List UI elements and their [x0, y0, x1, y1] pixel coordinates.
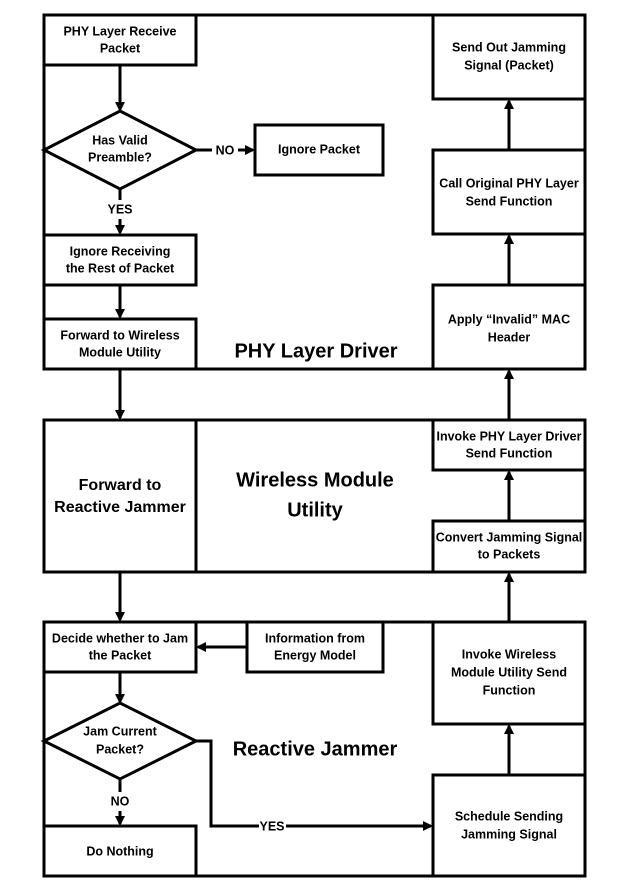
node-valid-preamble-line2: Preamble? — [88, 150, 152, 164]
node-valid-preamble: Has Valid Preamble? — [40, 109, 200, 191]
node-send-jamming-line2: Signal (Packet) — [464, 58, 554, 72]
node-valid-preamble-line1: Has Valid — [92, 133, 148, 147]
node-convert-jam-line2: to Packets — [478, 547, 541, 561]
edge-label-no-2: NO — [111, 794, 130, 808]
node-invoke-wmu-line2: Module Utility Send — [451, 665, 567, 679]
node-send-jamming: Send Out Jamming Signal (Packet) — [431, 13, 587, 101]
node-invoke-phy: Invoke PHY Layer Driver Send Function — [431, 418, 587, 472]
node-forward-wmu-line2: Module Utility — [79, 345, 161, 359]
edge-label-no-1: NO — [216, 143, 235, 157]
node-jam-current-line1: Jam Current — [83, 724, 157, 738]
node-decide-jam-line1: Decide whether to Jam — [52, 631, 188, 645]
edge-jam-yes-a — [196, 739, 259, 828]
wmu-title-line1: Wireless Module — [236, 469, 394, 491]
node-invoke-wmu-line1: Invoke Wireless — [462, 647, 556, 661]
node-ignore-rest: Ignore Receiving the Rest of Packet — [42, 233, 198, 287]
node-schedule-line1: Schedule Sending — [455, 809, 563, 823]
node-call-phy-send-line2: Send Function — [466, 194, 553, 208]
phy-layer-driver-title: PHY Layer Driver — [234, 340, 397, 362]
node-forward-jammer: Forward to Reactive Jammer — [42, 418, 198, 574]
node-forward-wmu-line1: Forward to Wireless — [60, 328, 179, 342]
reactive-jammer-title: Reactive Jammer — [233, 738, 398, 760]
node-invoke-wmu: Invoke Wireless Module Utility Send Func… — [431, 620, 587, 726]
node-apply-mac-line2: Header — [488, 330, 531, 344]
node-decide-jam-line2: the Packet — [89, 648, 152, 662]
node-energy-info: Information from Energy Model — [245, 620, 385, 674]
node-ignore-packet-text: Ignore Packet — [278, 142, 361, 156]
node-convert-jam-line1: Convert Jamming Signal — [436, 530, 583, 544]
node-energy-info-line1: Information from — [265, 631, 365, 645]
edge-label-yes-2: YES — [259, 819, 284, 833]
node-schedule: Schedule Sending Jamming Signal — [431, 773, 587, 878]
node-phy-receive: PHY Layer Receive Packet — [42, 13, 198, 67]
node-do-nothing-text: Do Nothing — [86, 844, 153, 858]
node-phy-receive-line2: Packet — [100, 41, 141, 55]
node-invoke-phy-line1: Invoke PHY Layer Driver — [437, 429, 582, 443]
node-forward-wmu: Forward to Wireless Module Utility — [42, 317, 198, 371]
node-jam-current: Jam Current Packet? — [40, 701, 200, 781]
node-send-jamming-line1: Send Out Jamming — [452, 40, 566, 54]
node-ignore-rest-line1: Ignore Receiving — [70, 244, 171, 258]
node-schedule-line2: Jamming Signal — [461, 827, 557, 841]
edge-label-yes-1: YES — [107, 202, 132, 216]
node-invoke-wmu-line3: Function — [483, 683, 536, 697]
node-call-phy-send: Call Original PHY Layer Send Function — [431, 148, 587, 236]
node-decide-jam: Decide whether to Jam the Packet — [42, 620, 198, 674]
node-apply-mac: Apply “Invalid” MAC Header — [431, 283, 587, 371]
node-forward-jammer-line1: Forward to — [79, 477, 162, 494]
node-phy-receive-line1: PHY Layer Receive — [63, 24, 176, 38]
node-jam-current-line2: Packet? — [96, 742, 144, 756]
wmu-title-line2: Utility — [287, 499, 343, 521]
node-ignore-rest-line2: the Rest of Packet — [66, 261, 175, 275]
node-apply-mac-line1: Apply “Invalid” MAC — [448, 312, 570, 326]
node-call-phy-send-line1: Call Original PHY Layer — [439, 176, 579, 190]
node-energy-info-line2: Energy Model — [274, 648, 356, 662]
node-invoke-phy-line2: Send Function — [466, 446, 553, 460]
node-do-nothing: Do Nothing — [42, 824, 198, 878]
node-convert-jam: Convert Jamming Signal to Packets — [431, 519, 587, 574]
node-forward-jammer-line2: Reactive Jammer — [54, 499, 186, 516]
node-ignore-packet: Ignore Packet — [253, 123, 385, 177]
